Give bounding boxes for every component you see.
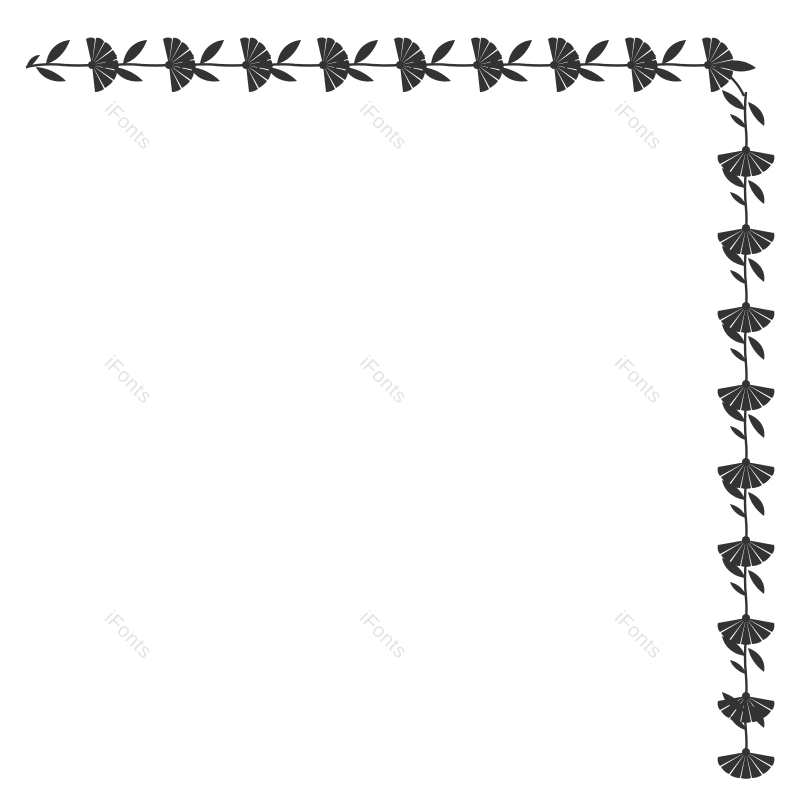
corner-leaf-icon bbox=[720, 60, 756, 72]
daisy-leaf-vine-icon bbox=[640, 36, 736, 94]
daisy-leaf-vine-icon bbox=[716, 478, 776, 568]
right-border-column bbox=[716, 88, 776, 780]
daisy-leaf-vine-icon bbox=[716, 400, 776, 490]
daisy-leaf-vine-icon bbox=[716, 88, 776, 178]
daisy-leaf-vine-icon bbox=[716, 556, 776, 646]
daisy-leaf-vine-icon bbox=[716, 244, 776, 334]
top-border-row bbox=[24, 36, 736, 94]
daisy-leaf-vine-icon bbox=[716, 322, 776, 412]
daisy-leaf-vine-icon bbox=[716, 166, 776, 256]
